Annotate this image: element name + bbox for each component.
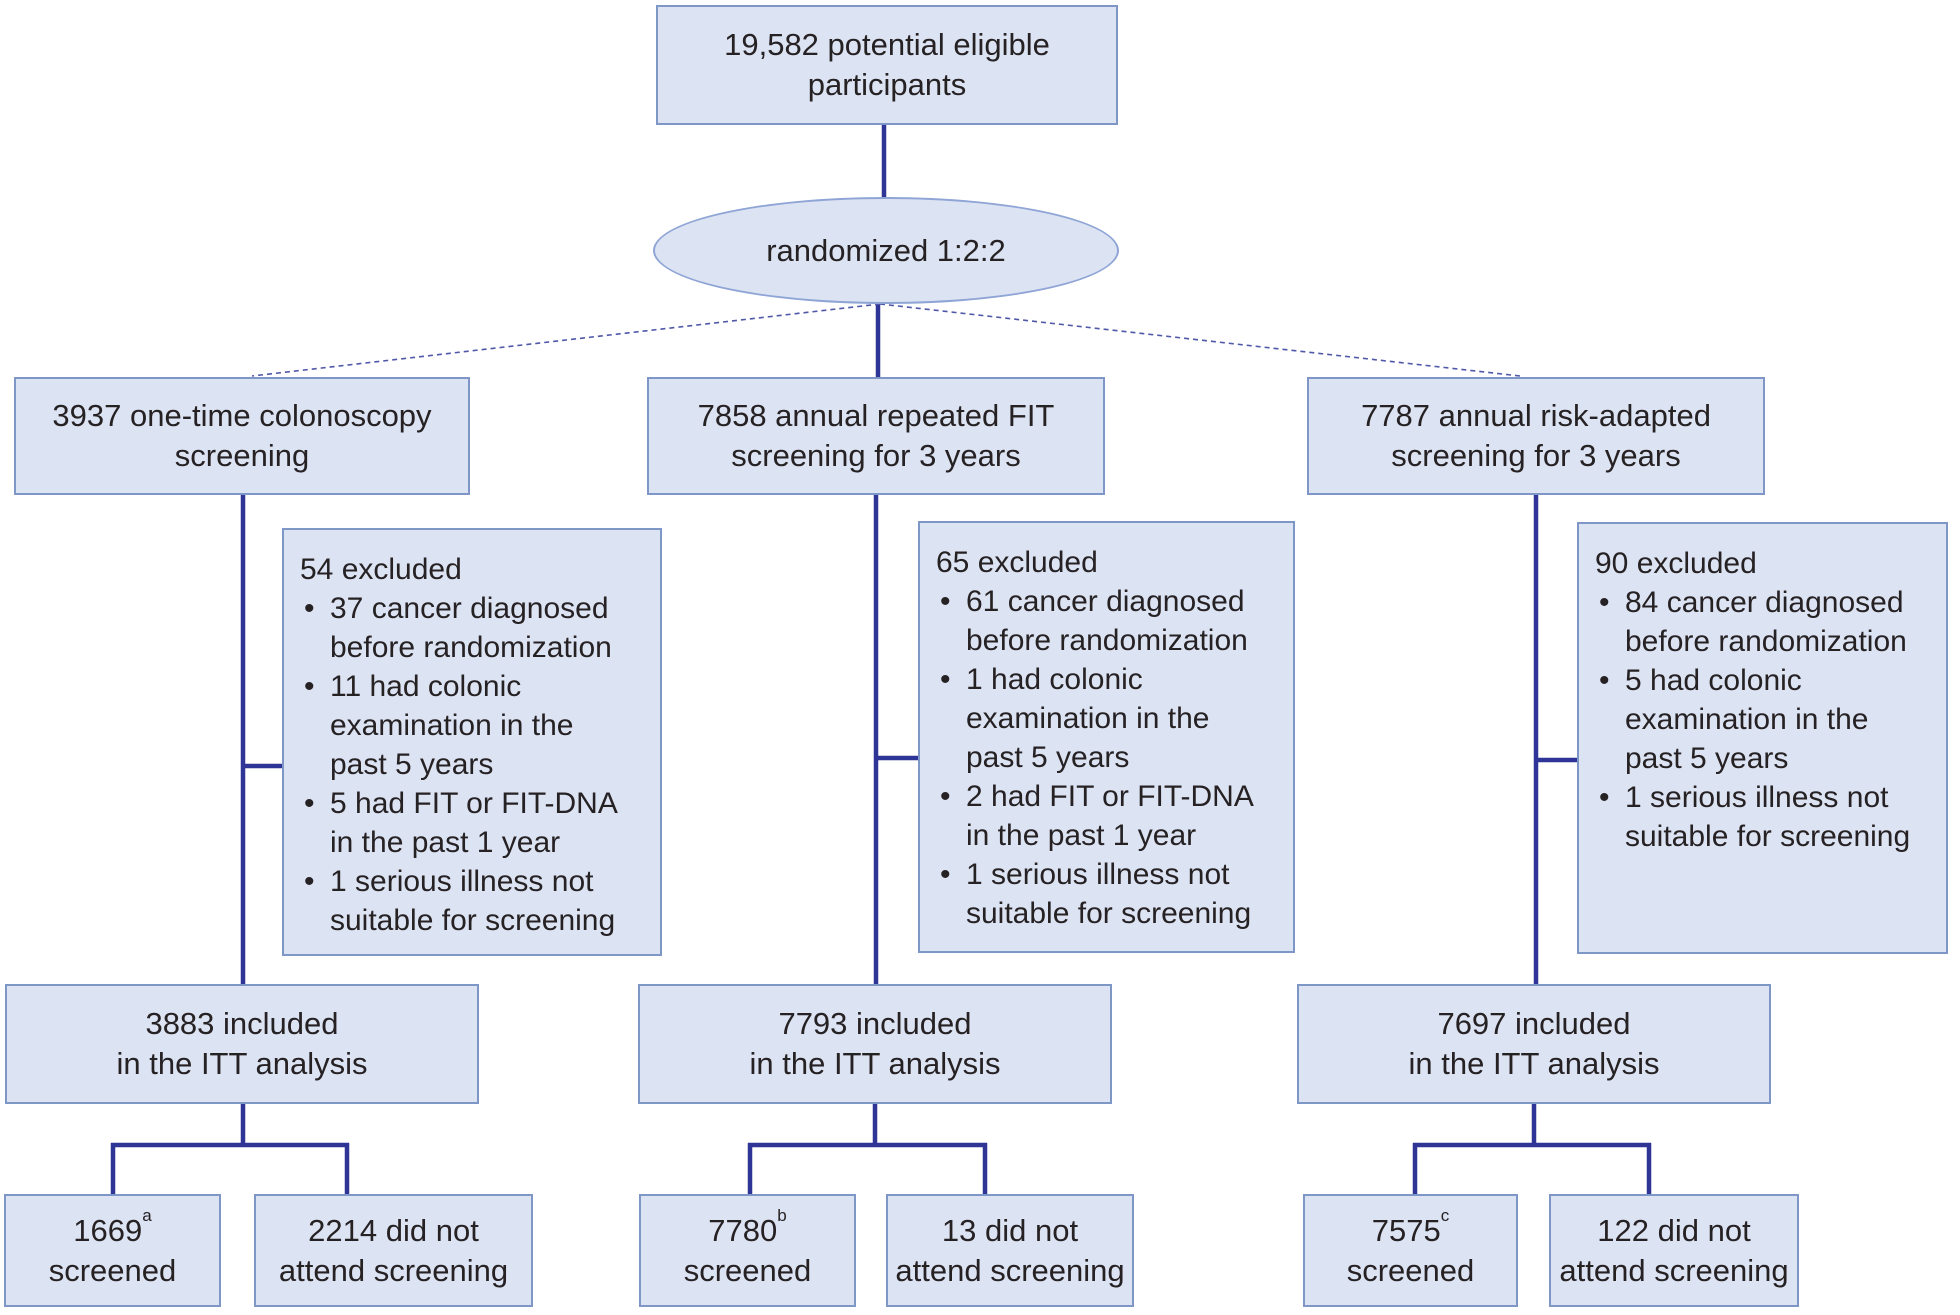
arm2-not-attended-label: 13 did not attend screening	[895, 1212, 1125, 1288]
arm2-itt-box: 7793 included in the ITT analysis	[638, 984, 1112, 1104]
arm1-not-attended-label: 2214 did not attend screening	[278, 1212, 509, 1288]
arm3-itt-label: 7697 included in the ITT analysis	[1408, 1006, 1660, 1081]
arm1-screened-box: 1669a screened	[4, 1194, 221, 1307]
arm1-screened-label: 1669a screened	[48, 1207, 177, 1291]
connector-randomization-to-arm3	[879, 303, 1521, 377]
arm1-itt-label: 3883 included in the ITT analysis	[116, 1006, 368, 1081]
arm1-footnote-marker: a	[142, 1205, 152, 1225]
arm1-assignment-box: 3937 one-time colonoscopy screening	[14, 377, 470, 495]
arm1-screened-word: screened	[48, 1252, 177, 1288]
arm3-exclusion-title: 90 excluded	[1595, 547, 1757, 580]
arm3-screened-box: 7575c screened	[1303, 1194, 1518, 1307]
enrollment-label: 19,582 potential eligible participants	[724, 27, 1050, 102]
randomization-label: randomized 1:2:2	[766, 232, 1006, 268]
exclusion-reason: 84 cancer diagnosed before randomization	[1595, 583, 1934, 661]
exclusion-reason: 5 had colonic examination in the past 5 …	[1595, 661, 1934, 778]
arm2-exclusion-title: 65 excluded	[936, 546, 1098, 579]
arm1-screened-count: 1669	[73, 1212, 143, 1248]
randomization-ellipse: randomized 1:2:2	[653, 197, 1119, 304]
arm2-exclusion-box: 65 excluded 61 cancer diagnosed before r…	[918, 521, 1295, 953]
arm1-exclusion-title: 54 excluded	[300, 553, 462, 586]
arm3-assignment-label: 7787 annual risk-adapted screening for 3…	[1361, 398, 1711, 473]
arm1-itt-box: 3883 included in the ITT analysis	[5, 984, 479, 1104]
exclusion-reason: 2 had FIT or FIT-DNA in the past 1 year	[936, 777, 1281, 855]
connector-randomization-to-arm1	[251, 303, 881, 377]
arm3-exclusion-list: 84 cancer diagnosed before randomization…	[1595, 583, 1934, 856]
exclusion-reason: 1 serious illness not suitable for scree…	[1595, 778, 1934, 856]
arm2-assignment-box: 7858 annual repeated FIT screening for 3…	[647, 377, 1105, 495]
arm2-screened-box: 7780b screened	[639, 1194, 856, 1307]
exclusion-reason: 37 cancer diagnosed before randomization	[300, 589, 648, 667]
arm1-assignment-label: 3937 one-time colonoscopy screening	[52, 398, 432, 473]
arm3-assignment-box: 7787 annual risk-adapted screening for 3…	[1307, 377, 1765, 495]
exclusion-reason: 5 had FIT or FIT-DNA in the past 1 year	[300, 784, 648, 862]
arm1-not-attended-box: 2214 did not attend screening	[254, 1194, 533, 1307]
arm2-itt-label: 7793 included in the ITT analysis	[749, 1006, 1001, 1081]
exclusion-reason: 1 serious illness not suitable for scree…	[936, 855, 1281, 933]
arm2-exclusion-list: 61 cancer diagnosed before randomization…	[936, 582, 1281, 933]
arm1-exclusion-box: 54 excluded 37 cancer diagnosed before r…	[282, 528, 662, 956]
arm3-screened-word: screened	[1346, 1252, 1475, 1288]
exclusion-reason: 11 had colonic examination in the past 5…	[300, 667, 648, 784]
arm2-assignment-label: 7858 annual repeated FIT screening for 3…	[697, 398, 1055, 473]
exclusion-reason: 61 cancer diagnosed before randomization	[936, 582, 1281, 660]
exclusion-reason: 1 serious illness not suitable for scree…	[300, 862, 648, 940]
arm3-not-attended-label: 122 did not attend screening	[1559, 1212, 1789, 1288]
arm3-exclusion-box: 90 excluded 84 cancer diagnosed before r…	[1577, 522, 1948, 954]
arm3-itt-box: 7697 included in the ITT analysis	[1297, 984, 1771, 1104]
arm2-footnote-marker: b	[777, 1205, 787, 1225]
arm2-screened-word: screened	[683, 1252, 812, 1288]
arm1-exclusion-list: 37 cancer diagnosed before randomization…	[300, 589, 648, 940]
arm2-screened-label: 7780b screened	[683, 1207, 812, 1291]
arm2-screened-count: 7780	[708, 1212, 778, 1248]
arm3-screened-count: 7575	[1371, 1212, 1441, 1248]
enrollment-box: 19,582 potential eligible participants	[656, 5, 1118, 125]
arm3-screened-label: 7575c screened	[1346, 1207, 1475, 1291]
exclusion-reason: 1 had colonic examination in the past 5 …	[936, 660, 1281, 777]
arm3-footnote-marker: c	[1440, 1205, 1450, 1225]
arm3-not-attended-box: 122 did not attend screening	[1549, 1194, 1799, 1307]
arm2-not-attended-box: 13 did not attend screening	[886, 1194, 1134, 1307]
